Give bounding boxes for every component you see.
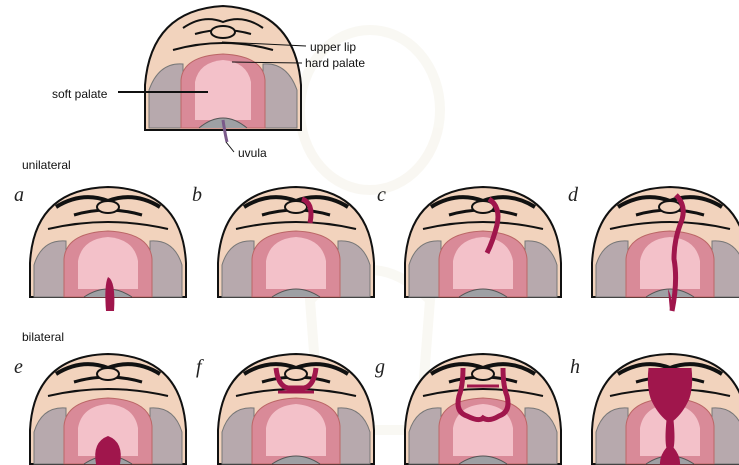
palate-illustration-a	[28, 185, 188, 297]
palate-illustration-b	[216, 185, 376, 297]
panel-letter-g: g	[375, 357, 385, 377]
palate-illustration-h	[590, 352, 739, 464]
palate-illustration-e	[28, 352, 188, 464]
label-leader-lines	[0, 0, 739, 200]
unilateral-heading: unilateral	[22, 158, 71, 172]
palate-illustration-g	[403, 352, 563, 464]
panel-letter-e: e	[14, 357, 23, 377]
panel-letter-a: a	[14, 185, 24, 205]
palate-illustration-c	[403, 185, 563, 297]
panel-letter-h: h	[570, 357, 580, 377]
panel-letter-f: f	[196, 357, 202, 377]
bilateral-heading: bilateral	[22, 330, 64, 344]
palate-illustration-d	[590, 185, 739, 297]
palate-illustration-f	[216, 352, 376, 464]
panel-letter-c: c	[377, 185, 386, 205]
panel-letter-b: b	[192, 185, 202, 205]
panel-letter-d: d	[568, 185, 578, 205]
